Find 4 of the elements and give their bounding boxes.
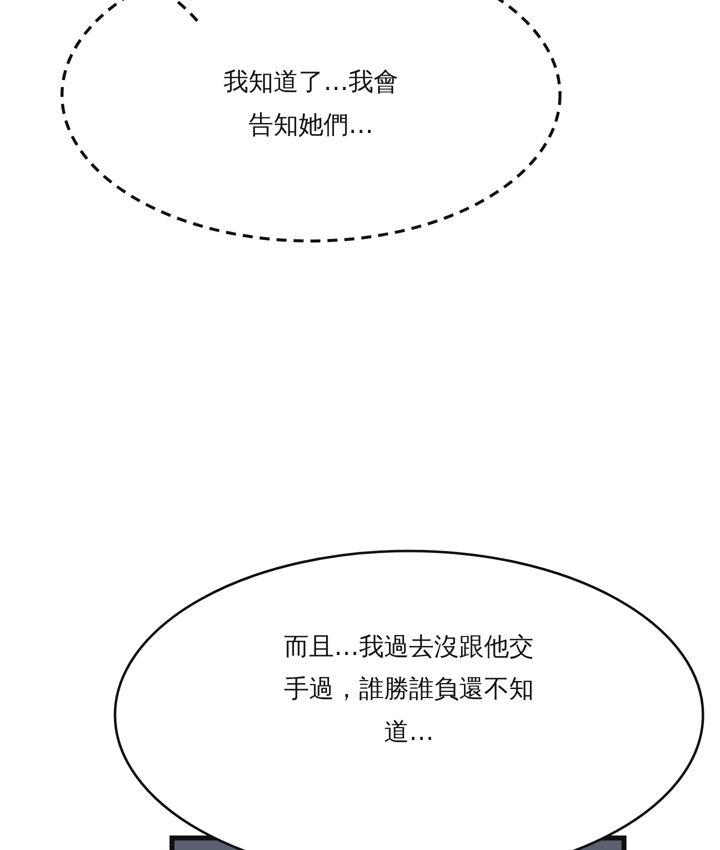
dialogue-text: 我知道了…我會告知她們… [222, 66, 400, 140]
thought-bubble [60, 0, 562, 243]
dialogue-text: 而且…我過去沒跟他交手過，誰勝誰負還不知道… [283, 630, 535, 748]
speech-bubble [113, 549, 705, 850]
